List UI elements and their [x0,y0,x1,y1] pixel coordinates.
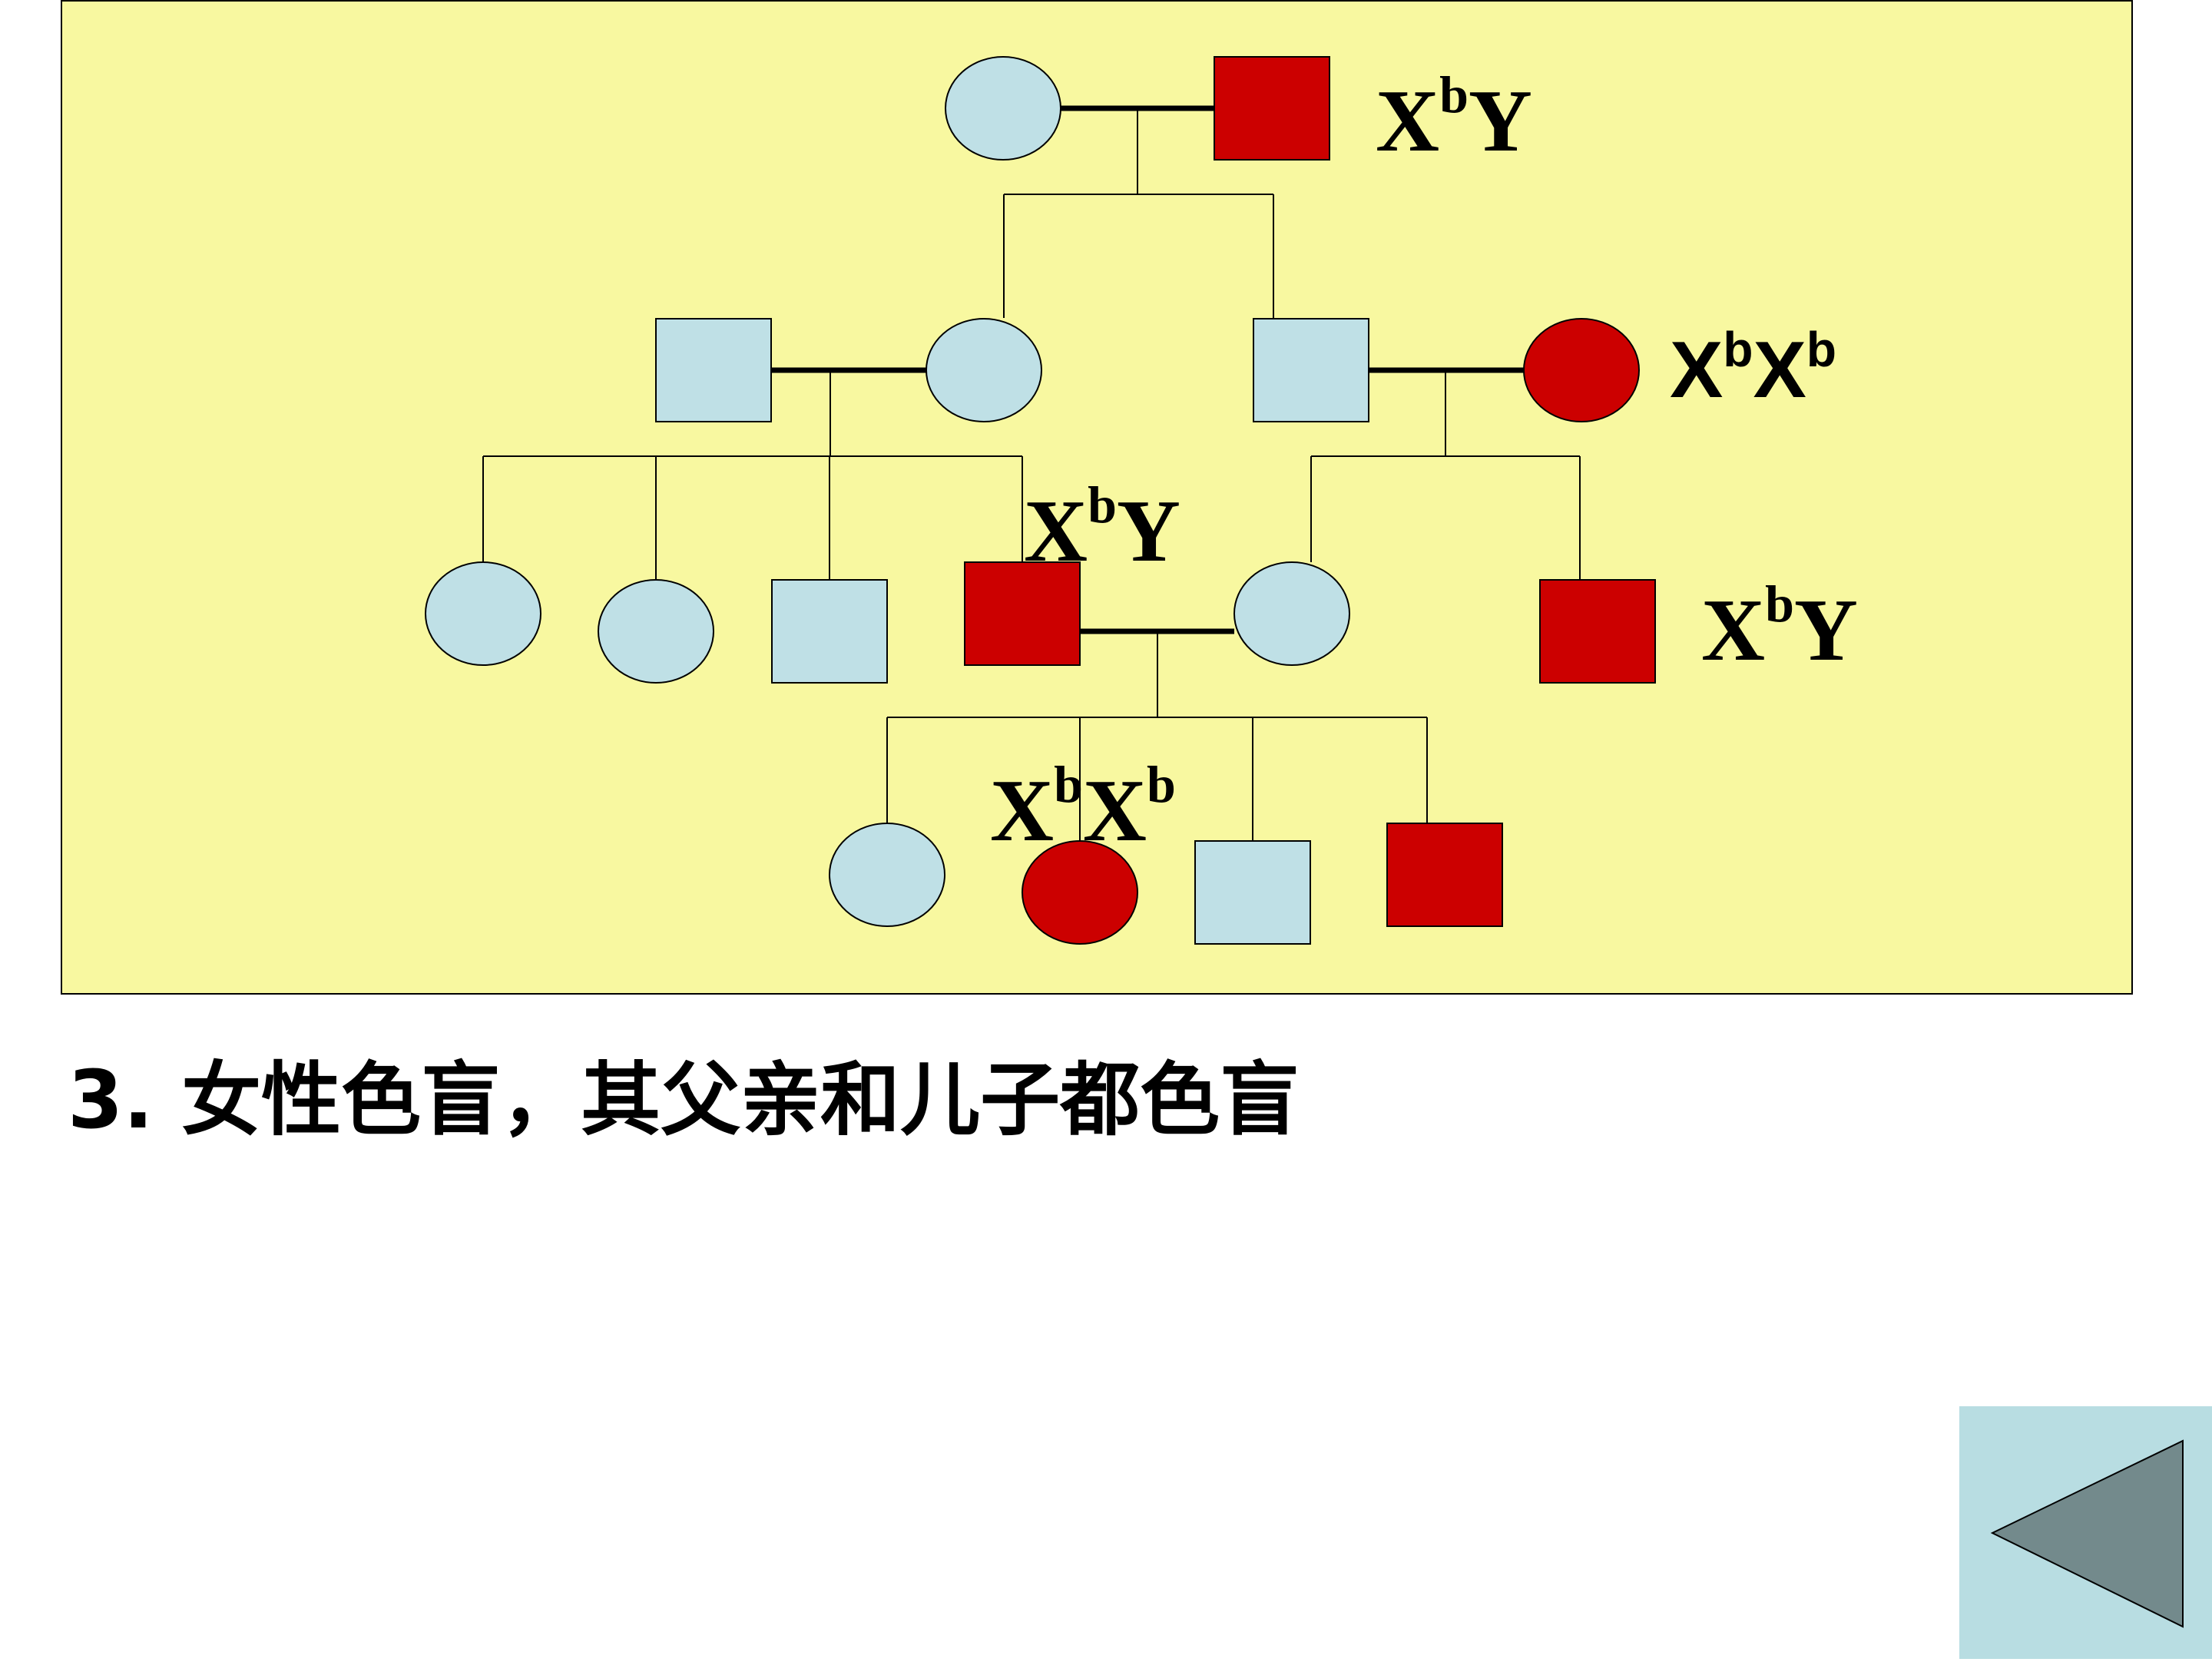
pedigree-male-affected-genI-grandfather [1214,56,1330,161]
pedigree-male-affected-genIII-child-4 [964,561,1081,666]
pedigree-male-unaffected-genIII-child-3 [771,579,888,684]
genotype-label-gen3-right-male: XbY [1701,574,1858,679]
pedigree-male-affected-genIV-child-4 [1386,823,1503,927]
back-button[interactable] [1959,1406,2212,1659]
pedigree-chart: XbY XbXb XbY XbY XbXb [425,56,1858,945]
pedigree-shapes [425,56,1656,945]
pedigree-female-unaffected-genIII-child-5 [1233,561,1350,666]
caption-text: 3. 女性色盲，其父亲和儿子都色盲 [68,1053,1300,1147]
pedigree-female-unaffected-genIII-child-1 [425,561,541,666]
pedigree-male-unaffected-genII-son [1253,318,1369,422]
pedigree-female-affected-genIV-child-2 [1022,840,1138,945]
pedigree-female-unaffected-genII-daughter [926,318,1042,422]
genotype-label-grandfather: XbY [1376,65,1532,170]
triangle-left-icon [1990,1439,2184,1628]
genotype-label-gen4-affected-female: XbXb [990,755,1176,859]
pedigree-panel: XbY XbXb XbY XbY XbXb [61,0,2133,995]
pedigree-male-unaffected-genIV-child-3 [1194,840,1311,945]
pedigree-female-unaffected-genI-grandmother [945,56,1061,161]
pedigree-male-unaffected-genII-husband-left [655,318,772,422]
genotype-label-gen3-affected-male: XbY [1024,475,1181,580]
pedigree-male-affected-genIII-child-6 [1539,579,1656,684]
pedigree-lines [482,105,1581,841]
pedigree-female-unaffected-genIII-child-2 [598,579,714,684]
pedigree-female-unaffected-genIV-child-1 [829,823,945,927]
genotype-label-wife-right: XbXb [1670,322,1836,415]
pedigree-female-affected-genII-wife-right [1523,318,1640,422]
